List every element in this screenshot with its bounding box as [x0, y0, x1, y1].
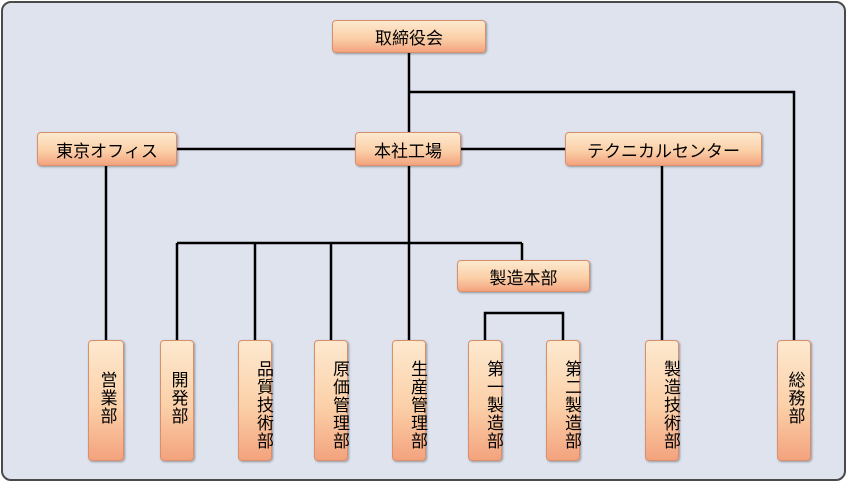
node-production: 生産管理部: [392, 340, 427, 461]
node-tech-center: テクニカルセンター: [565, 132, 762, 166]
node-quality: 品質技術部: [238, 340, 273, 461]
connector-mfg-hq-split: [483, 311, 565, 340]
node-sales: 営業部: [88, 340, 124, 461]
node-mfg2: 第二製造部: [546, 340, 581, 461]
node-mfg-tech: 製造技術部: [645, 340, 680, 461]
node-mfg1: 第一製造部: [468, 340, 503, 461]
node-general-affairs: 総務部: [777, 340, 811, 461]
node-tokyo-office: 東京オフィス: [37, 132, 177, 166]
node-board: 取締役会: [332, 20, 486, 53]
node-development: 開発部: [160, 340, 194, 461]
connector-board-general-affairs: [409, 90, 796, 340]
node-head-office: 本社工場: [355, 132, 461, 166]
node-mfg-hq: 製造本部: [457, 260, 590, 292]
node-cost: 原価管理部: [314, 340, 349, 461]
